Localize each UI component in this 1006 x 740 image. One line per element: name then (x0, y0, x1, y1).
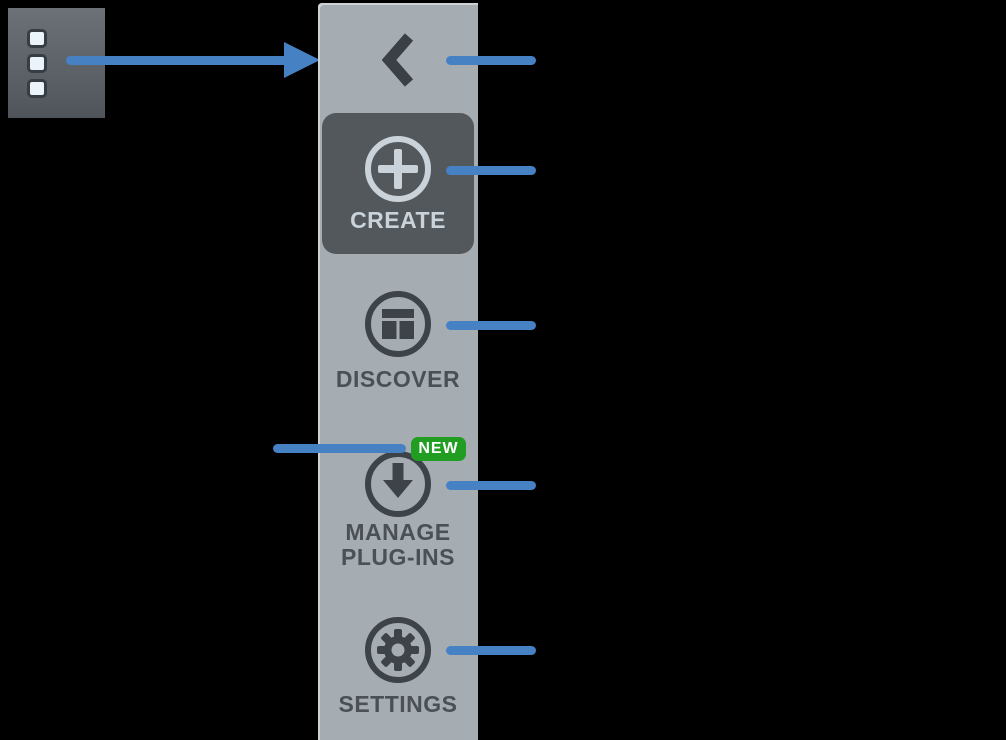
chevron-left-icon (382, 33, 414, 87)
layout-circle-icon (365, 291, 431, 357)
download-circle-icon (365, 451, 431, 517)
sidebar-item-manage-plugins[interactable]: MANAGE PLUG-INS (318, 448, 478, 573)
label-line-2: PLUG-INS (341, 544, 455, 570)
new-badge: NEW (411, 437, 466, 461)
sidebar-item-settings[interactable]: SETTINGS (318, 614, 478, 719)
sidebar: CREATE DISCOVER NEW MANAGE PLUG-INS (318, 3, 478, 740)
sidebar-item-label: MANAGE PLUG-INS (318, 520, 478, 570)
callout-line-create (446, 166, 536, 175)
collapsed-menu-item-icon (27, 54, 47, 73)
callout-line-collapse (446, 56, 536, 65)
callout-line-discover (446, 321, 536, 330)
plus-circle-icon (365, 136, 431, 202)
expand-arrow-tail (66, 56, 288, 65)
sidebar-item-label: SETTINGS (338, 691, 458, 717)
sidebar-item-discover[interactable]: DISCOVER (318, 288, 478, 393)
callout-line-manage-plugins (446, 481, 536, 490)
expand-arrow-head-icon (284, 42, 320, 78)
gear-circle-icon (365, 617, 431, 683)
collapsed-menu-item-icon (27, 29, 47, 48)
sidebar-collapse-button[interactable] (318, 3, 478, 111)
sidebar-item-create[interactable]: CREATE (322, 113, 474, 254)
callout-line-settings (446, 646, 536, 655)
callout-line-new-badge (273, 444, 406, 453)
sidebar-item-label: CREATE (350, 207, 446, 233)
sidebar-item-label: DISCOVER (335, 366, 461, 392)
collapsed-menu-item-icon (27, 79, 47, 98)
label-line-1: MANAGE (345, 519, 451, 545)
